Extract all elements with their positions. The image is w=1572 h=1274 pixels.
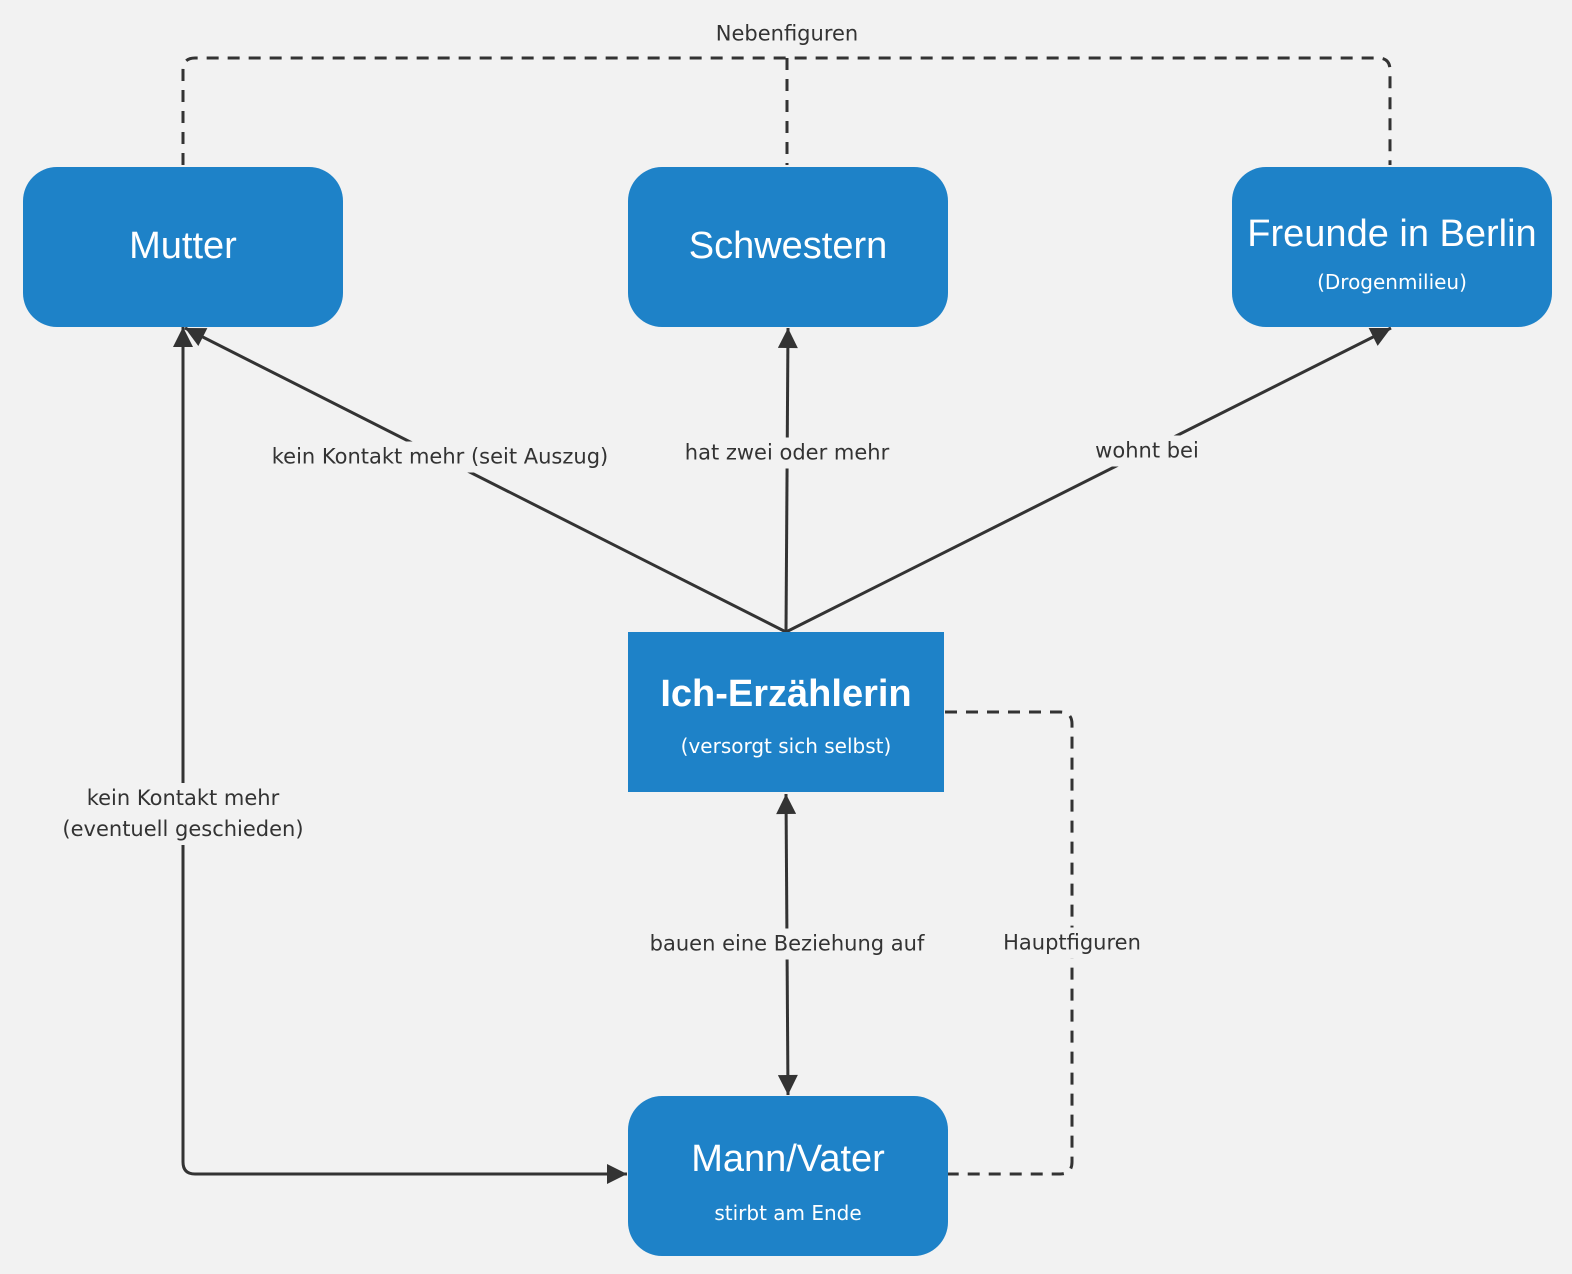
label-ich-mann: bauen eine Beziehung auf	[646, 928, 928, 960]
edge-mutter-mann	[173, 327, 627, 1184]
edge-ich-mutter	[184, 326, 787, 634]
node-ich-erzaehlerin[interactable]: Ich-Erzählerin (versorgt sich selbst)	[628, 632, 944, 792]
node-mann-subtitle: stirbt am Ende	[714, 1200, 862, 1225]
label-ich-freunde: wohnt bei	[1092, 435, 1202, 467]
label-mutter-mann-line2: (eventuell geschieden)	[62, 817, 304, 841]
node-schwestern-title: Schwestern	[688, 225, 888, 268]
edge-ich-freunde	[785, 326, 1392, 634]
node-freunde-subtitle: (Drogenmilieu)	[1317, 269, 1467, 294]
node-mutter-title: Mutter	[129, 225, 237, 268]
label-ich-mutter: kein Kontakt mehr (seit Auszug)	[268, 441, 612, 473]
nebenfiguren-bracket	[181, 56, 1392, 165]
node-freunde-title: Freunde in Berlin	[1247, 213, 1537, 256]
label-hauptfiguren: Hauptfiguren	[1000, 927, 1144, 959]
node-freunde[interactable]: Freunde in Berlin (Drogenmilieu)	[1232, 167, 1552, 327]
edge-ich-schwestern	[777, 327, 798, 633]
node-mann-vater[interactable]: Mann/Vater stirbt am Ende	[628, 1096, 948, 1256]
label-nebenfiguren: Nebenfiguren	[712, 18, 862, 50]
node-schwestern[interactable]: Schwestern	[628, 167, 948, 327]
node-ich-subtitle: (versorgt sich selbst)	[680, 733, 892, 758]
node-mutter[interactable]: Mutter	[23, 167, 343, 327]
label-mutter-mann-line1: kein Kontakt mehr	[86, 786, 280, 810]
node-ich-title: Ich-Erzählerin	[660, 673, 912, 716]
node-mann-title: Mann/Vater	[691, 1138, 885, 1181]
label-ich-schwestern: hat zwei oder mehr	[681, 437, 893, 469]
label-mutter-mann: kein Kontakt mehr (eventuell geschieden)	[59, 783, 307, 845]
